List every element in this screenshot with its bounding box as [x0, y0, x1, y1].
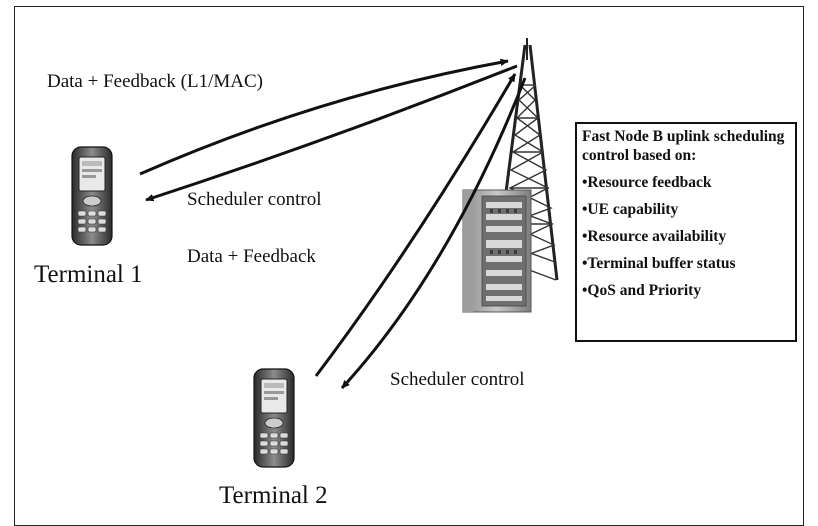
info-bullet-terminal-buffer-status: •Terminal buffer status — [582, 254, 736, 272]
mobile-phone-icon — [253, 368, 295, 468]
info-bullet-resource-feedback: •Resource feedback — [582, 173, 712, 191]
edge-label-t1-downlink: Scheduler control — [187, 189, 322, 210]
arrow-t2-downlink — [340, 77, 527, 390]
edge-label-t2-uplink: Data + Feedback — [187, 246, 316, 267]
edge-label-t2-downlink: Scheduler control — [390, 369, 525, 390]
node-b-cabinet-icon — [462, 189, 532, 313]
arrow-t1-downlink — [145, 64, 518, 202]
arrow-t2-uplink — [314, 73, 517, 377]
info-bullet-qos-priority: •QoS and Priority — [582, 281, 702, 299]
terminal-1-label: Terminal 1 — [34, 261, 143, 288]
arrows — [139, 58, 527, 390]
arrow-t1-uplink — [139, 58, 509, 176]
terminal-2-label: Terminal 2 — [219, 482, 328, 509]
scheduling-info-box: Fast Node B uplink scheduling control ba… — [575, 122, 797, 342]
mobile-phone-icon — [71, 146, 113, 246]
info-box-heading: Fast Node B uplink scheduling control ba… — [582, 128, 785, 164]
info-bullet-ue-capability: •UE capability — [582, 200, 679, 218]
edge-label-t1-uplink: Data + Feedback (L1/MAC) — [47, 71, 263, 92]
cell-tower-icon — [503, 38, 559, 281]
info-bullet-resource-availability: •Resource availability — [582, 227, 727, 245]
